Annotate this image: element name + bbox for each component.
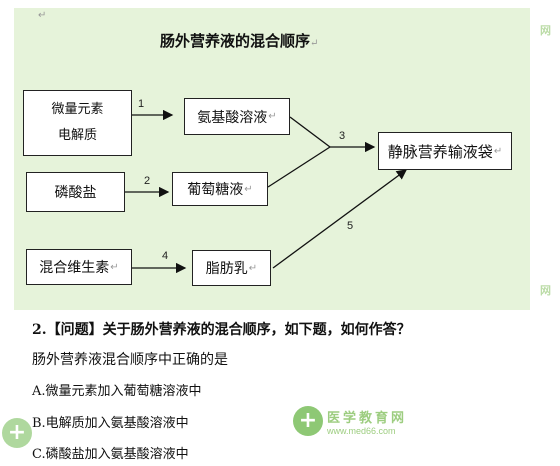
box-iv-bag: 静脉营养输液袋↵: [378, 132, 512, 170]
box-trace-elements-electrolytes: 微量元素 电解质: [23, 90, 132, 156]
medical-cross-icon: +: [293, 406, 323, 436]
merge-line-bottom: [267, 146, 331, 188]
watermark-url: www.med66.com: [327, 425, 396, 436]
box-amino-acid: 氨基酸溶液↵: [184, 98, 290, 135]
diagram-title: 肠外营养液的混合顺序↵: [160, 32, 319, 50]
arrow-5: [272, 169, 408, 269]
watermark-top-right: 网: [540, 24, 551, 37]
merge-line-top: [289, 116, 331, 148]
step-number-1: 1: [138, 98, 145, 110]
question-stem: 肠外营养液混合顺序中正确的是: [32, 352, 228, 368]
step-number-3: 3: [339, 130, 346, 142]
box-trace-elements-label: 微量元素: [51, 102, 104, 117]
question-header: 2.【问题】关于肠外营养液的混合顺序，如下题，如何作答？: [32, 322, 411, 338]
watermark-right: 网: [540, 284, 551, 297]
medical-cross-icon: +: [2, 418, 32, 448]
step-number-4: 4: [162, 250, 169, 262]
watermark-name: 医学教育网: [327, 410, 408, 426]
box-glucose: 葡萄糖液↵: [172, 172, 268, 206]
watermark-center: + 医学教育网 www.med66.com: [293, 406, 407, 436]
paragraph-mark: ↵: [38, 10, 47, 21]
box-electrolytes-label: 电解质: [57, 128, 97, 143]
step-number-5: 5: [347, 220, 354, 232]
step-number-2: 2: [144, 175, 151, 187]
option-c: C.磷酸盐加入氨基酸溶液中: [32, 447, 189, 462]
box-fat-emulsion: 脂肪乳↵: [192, 250, 271, 286]
watermark-bottom-left: +: [2, 418, 32, 448]
option-a: A.微量元素加入葡萄糖溶液中: [32, 384, 202, 399]
option-b: B.电解质加入氨基酸溶液中: [32, 416, 189, 431]
box-vitamins: 混合维生素↵: [26, 249, 132, 285]
box-phosphate: 磷酸盐: [26, 172, 125, 212]
